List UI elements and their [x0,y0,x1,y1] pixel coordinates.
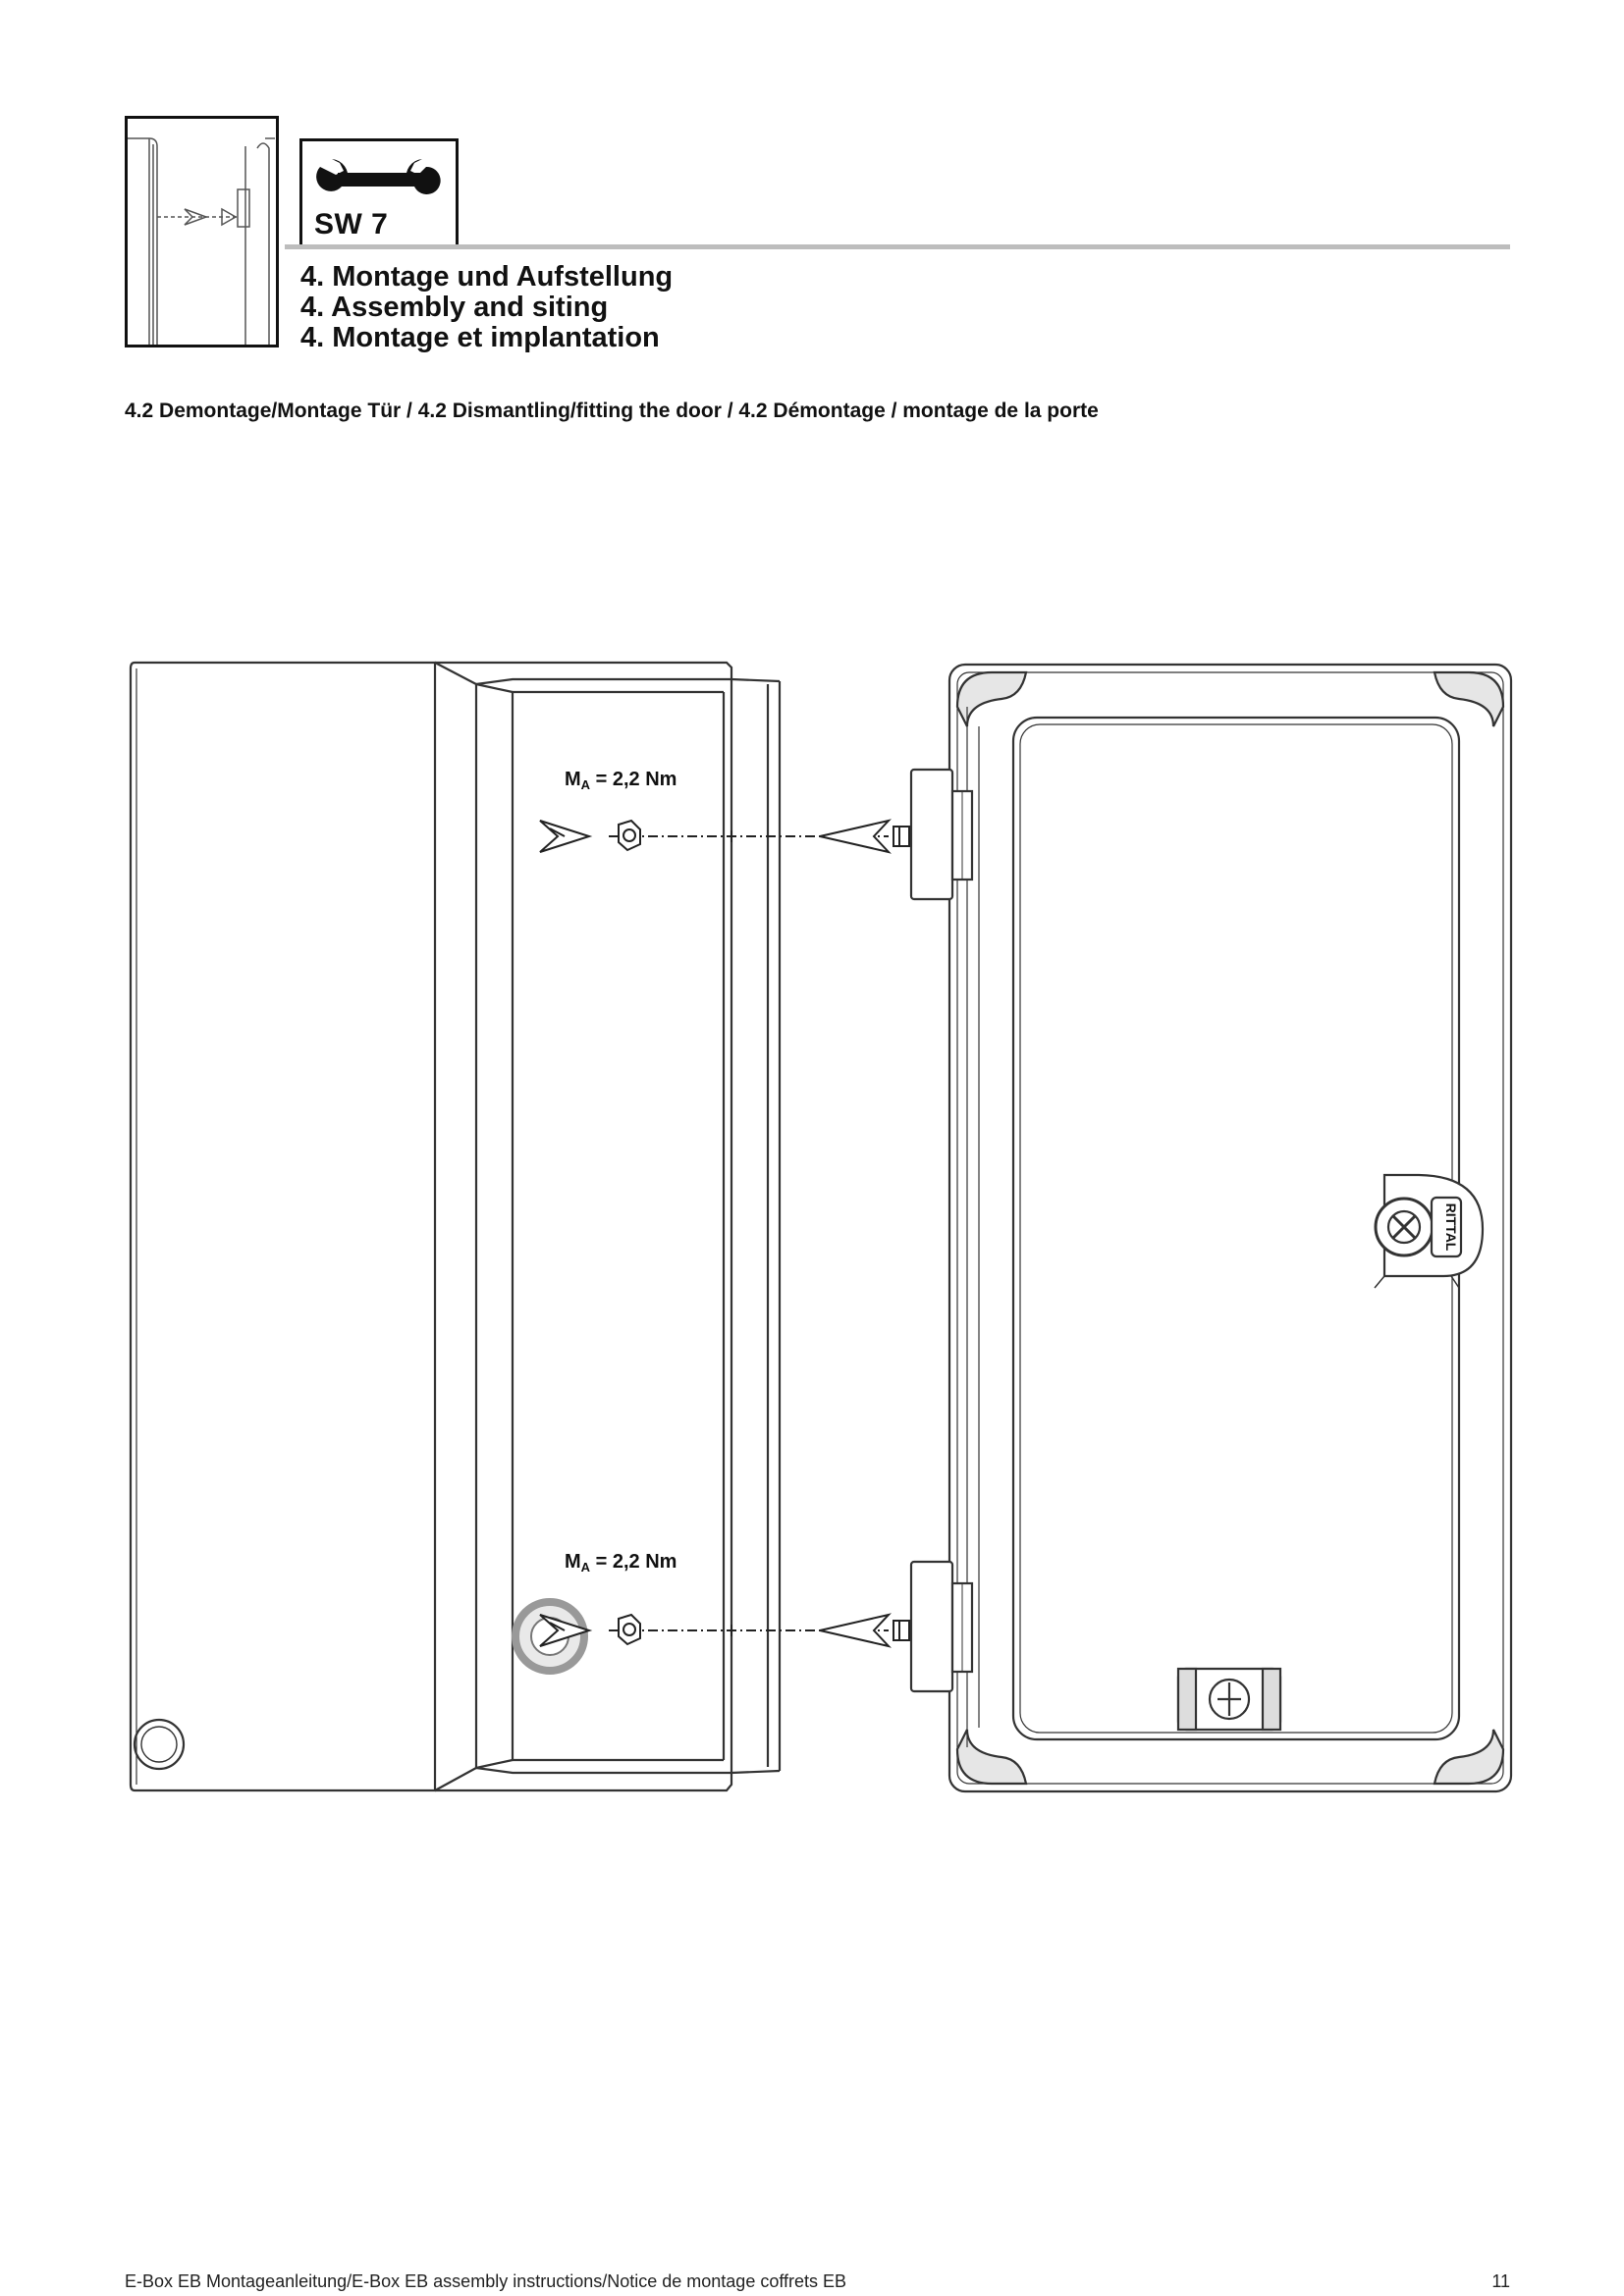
door-lock [1374,1173,1485,1289]
section-thumbnail [125,116,279,347]
page-number: 11 [1491,2271,1510,2291]
chapter-title-de: 4. Montage und Aufstellung [300,261,674,293]
chapter-title-en: 4. Assembly and siting [300,292,609,323]
connector-bottom [539,1613,910,1648]
thumbnail-illustration [128,137,275,345]
arrow-icon [539,820,593,853]
lock-logo: RITTAL [1443,1203,1459,1252]
enclosure-body [129,661,782,1792]
enclosure-door [909,663,1513,1793]
arrow-icon [819,1613,892,1648]
door-hinge-top [909,768,974,901]
arrow-icon [539,1614,593,1647]
footer-text: E-Box EB Montageanleitung/E-Box EB assem… [125,2271,847,2291]
section-heading: 4.2 Demontage/Montage Tür / 4.2 Dismantl… [125,400,1099,422]
chapter-title-fr: 4. Montage et implantation [300,322,660,353]
wrench-icon [316,159,441,194]
stud-icon [893,826,910,847]
door-hinge-bottom [909,1560,974,1693]
torque-label-top: MA = 2,2 Nm [565,769,677,792]
stud-icon [893,1620,910,1641]
arrow-icon [819,819,892,854]
nut-icon [618,819,641,852]
tool-badge: SW 7 [299,138,459,247]
nut-icon [618,1613,641,1646]
torque-label-bottom: MA = 2,2 Nm [565,1551,677,1575]
door-latch [1176,1667,1282,1732]
tool-size-label: SW 7 [314,208,389,240]
header-rule [285,244,1510,249]
connector-top [539,819,910,854]
